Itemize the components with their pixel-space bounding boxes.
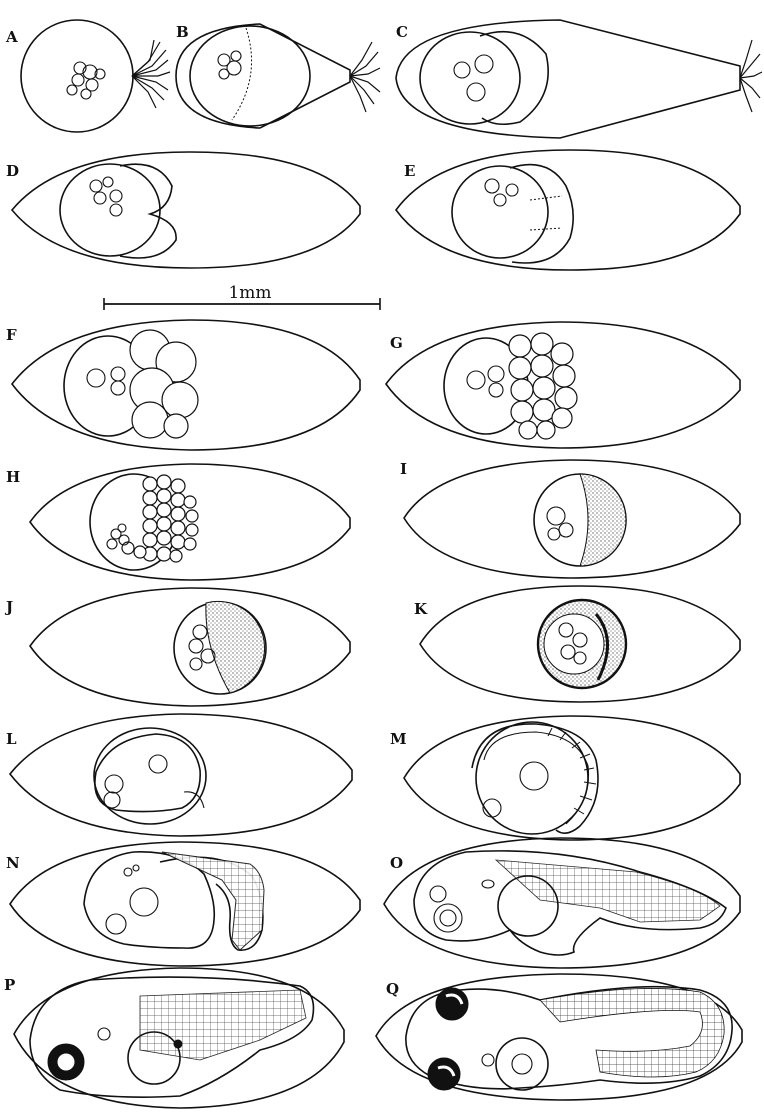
panel-label-k: K bbox=[414, 600, 428, 618]
panel-label-i: I bbox=[400, 460, 407, 478]
panel-label-p: P bbox=[4, 976, 15, 994]
blastomeres bbox=[130, 330, 198, 438]
panel-d: D bbox=[6, 152, 360, 268]
blastomere bbox=[480, 32, 548, 125]
oil-globule bbox=[512, 1054, 532, 1074]
otic-vesicle bbox=[482, 1054, 494, 1066]
panel-h: H bbox=[6, 464, 350, 580]
blastoderm bbox=[580, 474, 626, 566]
eye bbox=[434, 904, 462, 932]
egg-envelope bbox=[404, 460, 740, 578]
scale-bar: 1mm bbox=[104, 283, 380, 310]
oil-globules bbox=[454, 55, 493, 101]
panel-o: O bbox=[384, 838, 740, 968]
panel-label-h: H bbox=[6, 468, 20, 486]
panel-label-l: L bbox=[6, 730, 17, 748]
egg-envelope bbox=[176, 24, 350, 128]
panel-i: I bbox=[400, 460, 740, 578]
blastomeres bbox=[509, 333, 577, 439]
oil-globules bbox=[485, 179, 518, 206]
panel-e: E bbox=[396, 150, 740, 270]
oil-globules bbox=[467, 366, 504, 397]
egg-envelope bbox=[12, 152, 360, 268]
filament-tuft bbox=[350, 42, 380, 112]
egg-envelope bbox=[396, 150, 740, 270]
blastomere bbox=[120, 164, 176, 258]
lens bbox=[58, 1054, 74, 1070]
panel-label-c: C bbox=[396, 23, 408, 41]
panel-label-n: N bbox=[6, 854, 20, 872]
panel-label-b: B bbox=[176, 23, 189, 41]
panel-j: J bbox=[4, 588, 350, 706]
panel-label-o: O bbox=[390, 854, 403, 872]
panel-n: N bbox=[6, 842, 360, 966]
filament-tuft bbox=[740, 40, 762, 112]
panel-f: F bbox=[6, 320, 360, 450]
oil-globules bbox=[218, 51, 241, 79]
oil-globules bbox=[106, 865, 158, 934]
panel-q: Q bbox=[376, 974, 742, 1100]
panel-label-a: A bbox=[5, 28, 18, 46]
panel-label-e: E bbox=[404, 162, 415, 180]
blastomere bbox=[510, 165, 573, 263]
egg-envelope bbox=[30, 588, 350, 706]
panel-c: C bbox=[396, 20, 762, 138]
panel-b: B bbox=[176, 23, 380, 128]
panel-g: G bbox=[386, 322, 740, 448]
pigmented-eye-upper bbox=[436, 988, 468, 1020]
yolk-sac bbox=[496, 1038, 548, 1090]
oil-globules bbox=[87, 367, 125, 395]
egg-envelope bbox=[10, 714, 352, 836]
blastoderm-cells bbox=[122, 475, 198, 562]
somites bbox=[540, 988, 724, 1077]
panel-k: K bbox=[414, 586, 740, 702]
embryo-inner bbox=[484, 732, 589, 824]
panel-label-g: G bbox=[390, 334, 403, 352]
panel-p: P bbox=[4, 968, 344, 1108]
oil-globules bbox=[67, 62, 105, 99]
panel-l: L bbox=[6, 714, 352, 836]
embryo-body bbox=[95, 734, 200, 812]
scale-bar-label: 1mm bbox=[228, 283, 271, 303]
blastomere bbox=[420, 32, 520, 124]
oil-globules bbox=[90, 177, 122, 216]
pigment-spot bbox=[174, 1040, 182, 1048]
somites bbox=[140, 990, 306, 1060]
egg-envelope bbox=[21, 20, 133, 132]
blastomere bbox=[452, 166, 548, 258]
oil-globules bbox=[104, 755, 167, 808]
otic-vesicle bbox=[430, 886, 446, 902]
lens bbox=[440, 910, 456, 926]
panel-label-m: M bbox=[390, 730, 407, 748]
oil-globules bbox=[483, 762, 548, 817]
blastodisc-margin bbox=[232, 28, 252, 120]
panel-a: A bbox=[5, 20, 170, 132]
otolith bbox=[482, 880, 494, 888]
filament-tuft bbox=[132, 40, 170, 108]
somites bbox=[496, 860, 720, 922]
panel-label-j: J bbox=[4, 598, 13, 616]
panel-label-d: D bbox=[6, 162, 19, 180]
egg-envelope bbox=[396, 20, 740, 138]
egg-envelope bbox=[404, 716, 740, 840]
otic-vesicle bbox=[98, 1028, 110, 1040]
panel-m: M bbox=[390, 716, 740, 840]
blastoderm bbox=[206, 601, 265, 693]
oil-globules bbox=[107, 524, 129, 549]
panel-label-f: F bbox=[6, 326, 17, 344]
pigmented-eye-lower bbox=[428, 1058, 460, 1090]
oil-globules bbox=[547, 507, 573, 540]
panel-label-q: Q bbox=[386, 980, 399, 998]
